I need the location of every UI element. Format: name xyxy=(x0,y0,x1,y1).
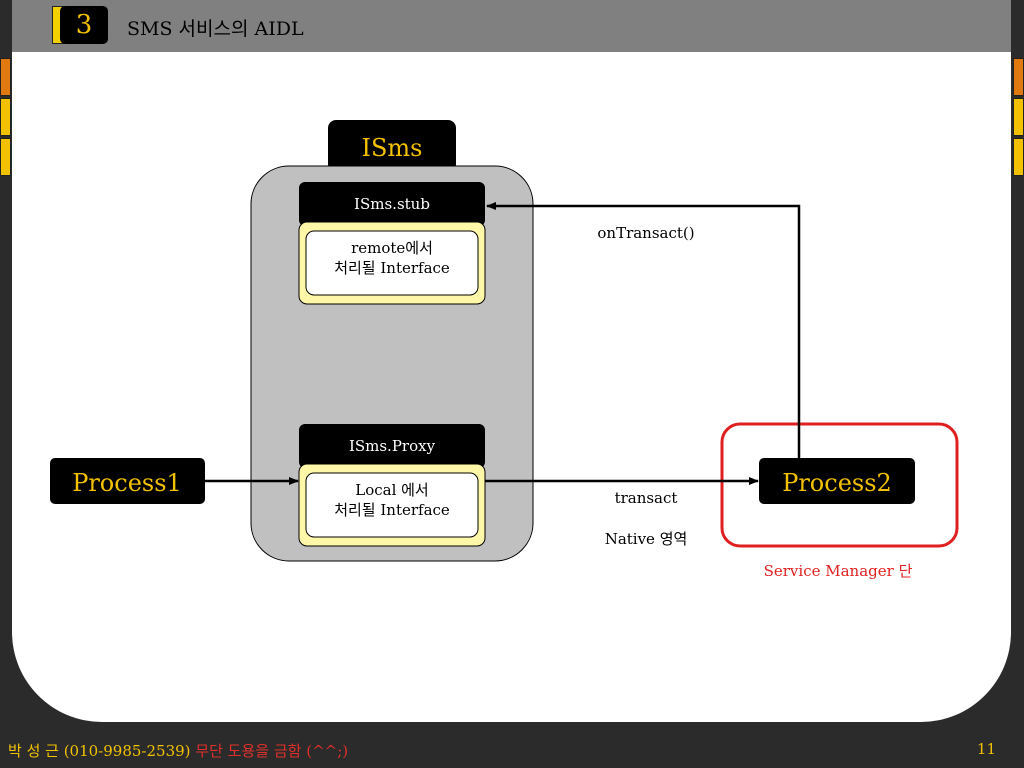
proxy-line-2: 처리될 Interface xyxy=(334,501,450,519)
arrow-process2-to-stub xyxy=(486,202,801,458)
process1-label: Process1 xyxy=(72,469,182,497)
proxy-line-1: Local 에서 xyxy=(355,481,429,499)
stub-line-1: remote에서 xyxy=(351,239,433,257)
service-manager-highlight xyxy=(720,422,959,548)
native-area-label: Native 영역 xyxy=(605,530,688,548)
isms-tab xyxy=(328,120,456,172)
on-transact-label: onTransact() xyxy=(597,224,694,242)
stub-title: ISms.stub xyxy=(354,195,430,213)
slide-title: SMS 서비스의 AIDL xyxy=(127,18,304,40)
proxy-title: ISms.Proxy xyxy=(349,437,436,455)
process2-label: Process2 xyxy=(782,469,892,497)
footer-author-text: 박 성 근 (010-9985-2539) xyxy=(8,742,191,760)
process1-node xyxy=(50,458,205,504)
left-tab-yellow-2 xyxy=(0,138,11,176)
proxy-inner-box xyxy=(305,472,479,538)
footer-warning: 무단 도용을 금함 (^^;) xyxy=(195,742,349,760)
isms-tab-label: ISms xyxy=(362,134,423,162)
stub-line-2: 처리될 Interface xyxy=(334,259,450,277)
left-tab-orange xyxy=(0,58,11,96)
proxy-header xyxy=(299,424,485,468)
stub-inner-box xyxy=(305,230,479,296)
slide-number: 3 xyxy=(60,6,108,44)
stub-header xyxy=(299,182,485,226)
left-tab-yellow-1 xyxy=(0,98,11,136)
transact-label: transact xyxy=(615,489,678,507)
footer-author: 박 성 근 (010-9985-2539) 무단 도용을 금함 (^^;) xyxy=(8,740,348,761)
service-manager-label: Service Manager 단 xyxy=(764,562,913,580)
process2-node xyxy=(759,458,915,504)
page-number: 11 xyxy=(976,740,996,758)
